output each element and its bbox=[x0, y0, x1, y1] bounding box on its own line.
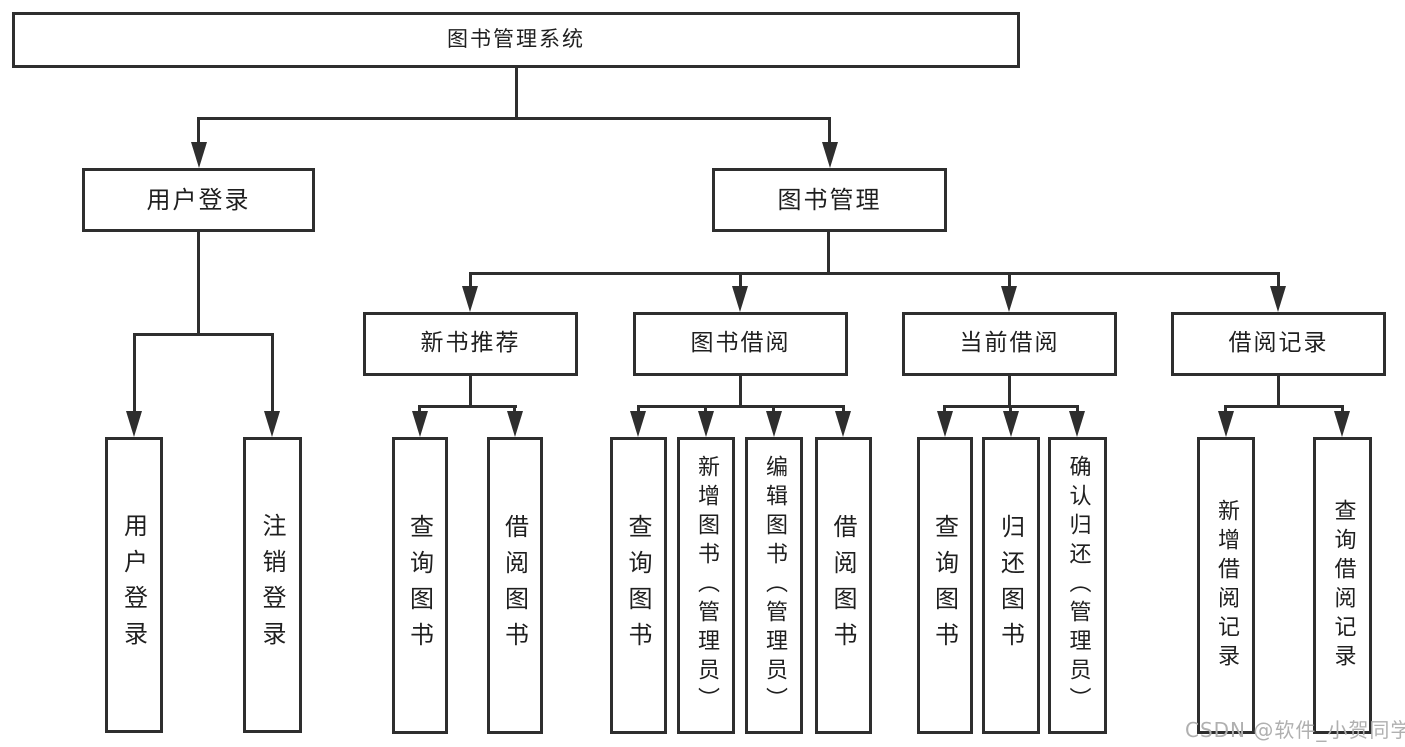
arrowhead-down-icon bbox=[937, 411, 953, 437]
leaf-label: 注销登录 bbox=[258, 513, 286, 657]
node-label: 图书管理 bbox=[777, 185, 882, 214]
connector-vline bbox=[469, 272, 472, 288]
leaf-label: 借阅图书 bbox=[829, 513, 857, 658]
leaf-edit-books-admin: 编辑图书（管理员） bbox=[745, 437, 803, 734]
node-user-login: 用户登录 bbox=[82, 168, 315, 232]
arrowhead-down-icon bbox=[1334, 411, 1350, 437]
arrowhead-down-icon bbox=[822, 142, 838, 168]
leaf-logout: 注销登录 bbox=[243, 437, 302, 733]
node-label: 图书管理系统 bbox=[447, 27, 585, 52]
leaf-label: 用户登录 bbox=[119, 513, 148, 657]
connector-hline bbox=[469, 272, 1280, 275]
arrowhead-down-icon bbox=[1270, 286, 1286, 312]
leaf-label: 借阅图书 bbox=[500, 513, 529, 658]
arrowhead-down-icon bbox=[462, 286, 478, 312]
leaf-borrow-books-2: 借阅图书 bbox=[815, 437, 872, 734]
arrowhead-down-icon bbox=[191, 142, 207, 168]
arrowhead-down-icon bbox=[412, 411, 428, 437]
leaf-label: 查询借阅记录 bbox=[1330, 498, 1356, 673]
leaf-confirm-return-admin: 确认归还（管理员） bbox=[1048, 437, 1107, 734]
connector-vline bbox=[1277, 376, 1280, 408]
leaf-label: 查询图书 bbox=[624, 513, 652, 658]
arrowhead-down-icon bbox=[835, 411, 851, 437]
node-label: 图书借阅 bbox=[690, 330, 791, 357]
connector-hline bbox=[133, 333, 274, 336]
leaf-user-login: 用户登录 bbox=[105, 437, 163, 733]
connector-hline bbox=[1224, 405, 1344, 408]
leaf-add-borrow-record: 新增借阅记录 bbox=[1197, 437, 1255, 734]
leaf-label: 查询图书 bbox=[930, 513, 959, 658]
node-library-system: 图书管理系统 bbox=[12, 12, 1020, 68]
leaf-label: 新增图书（管理员） bbox=[694, 455, 719, 716]
connector-vline bbox=[1008, 376, 1011, 408]
leaf-label: 新增借阅记录 bbox=[1214, 498, 1239, 673]
connector-vline bbox=[1009, 405, 1012, 414]
connector-vline bbox=[828, 117, 831, 145]
arrowhead-down-icon bbox=[1001, 286, 1017, 312]
connector-vline bbox=[637, 405, 640, 414]
node-borrow-records: 借阅记录 bbox=[1171, 312, 1386, 376]
node-label: 用户登录 bbox=[146, 185, 251, 214]
leaf-query-borrow-record: 查询借阅记录 bbox=[1313, 437, 1372, 734]
connector-vline bbox=[842, 405, 845, 414]
connector-hline bbox=[197, 117, 831, 120]
leaf-query-books-3: 查询图书 bbox=[917, 437, 973, 734]
connector-vline bbox=[704, 405, 707, 414]
arrowhead-down-icon bbox=[630, 411, 646, 437]
node-label: 当前借阅 bbox=[959, 330, 1060, 357]
csdn-watermark: CSDN @软件_小贺同学 bbox=[1185, 718, 1405, 742]
leaf-query-books-1: 查询图书 bbox=[392, 437, 448, 734]
connector-hline bbox=[637, 405, 845, 408]
arrowhead-down-icon bbox=[698, 411, 714, 437]
connector-vline bbox=[739, 272, 742, 288]
leaf-label: 确认归还（管理员） bbox=[1065, 455, 1091, 716]
leaf-add-books-admin: 新增图书（管理员） bbox=[677, 437, 735, 734]
connector-vline bbox=[197, 117, 200, 145]
arrowhead-down-icon bbox=[732, 286, 748, 312]
leaf-label: 查询图书 bbox=[405, 513, 434, 658]
node-current-borrow: 当前借阅 bbox=[902, 312, 1117, 376]
node-label: 新书推荐 bbox=[420, 330, 521, 357]
arrowhead-down-icon bbox=[766, 411, 782, 437]
connector-hline bbox=[418, 405, 517, 408]
node-book-borrow: 图书借阅 bbox=[633, 312, 848, 376]
leaf-return-books: 归还图书 bbox=[982, 437, 1040, 734]
leaf-label: 编辑图书（管理员） bbox=[762, 455, 787, 716]
leaf-label: 归还图书 bbox=[996, 513, 1025, 658]
arrowhead-down-icon bbox=[264, 411, 280, 437]
connector-vline bbox=[1008, 272, 1011, 288]
leaf-borrow-books-1: 借阅图书 bbox=[487, 437, 543, 734]
connector-vline bbox=[827, 232, 830, 275]
node-book-management: 图书管理 bbox=[712, 168, 947, 232]
arrowhead-down-icon bbox=[1069, 411, 1085, 437]
arrowhead-down-icon bbox=[1218, 411, 1234, 437]
connector-vline bbox=[197, 232, 200, 336]
connector-vline bbox=[1341, 405, 1344, 414]
node-label: 借阅记录 bbox=[1228, 330, 1329, 357]
connector-vline bbox=[469, 376, 472, 408]
connector-vline bbox=[515, 68, 518, 117]
connector-vline bbox=[418, 405, 421, 414]
connector-vline bbox=[1076, 405, 1079, 414]
connector-vline bbox=[772, 405, 775, 414]
arrowhead-down-icon bbox=[1003, 411, 1019, 437]
connector-vline bbox=[943, 405, 946, 414]
connector-vline bbox=[1277, 272, 1280, 288]
node-new-book-recommend: 新书推荐 bbox=[363, 312, 578, 376]
leaf-query-books-2: 查询图书 bbox=[610, 437, 667, 734]
arrowhead-down-icon bbox=[126, 411, 142, 437]
connector-vline bbox=[271, 333, 274, 413]
connector-vline bbox=[513, 405, 516, 414]
connector-vline bbox=[133, 333, 136, 413]
arrowhead-down-icon bbox=[507, 411, 523, 437]
connector-vline bbox=[739, 376, 742, 408]
connector-vline bbox=[1224, 405, 1227, 414]
